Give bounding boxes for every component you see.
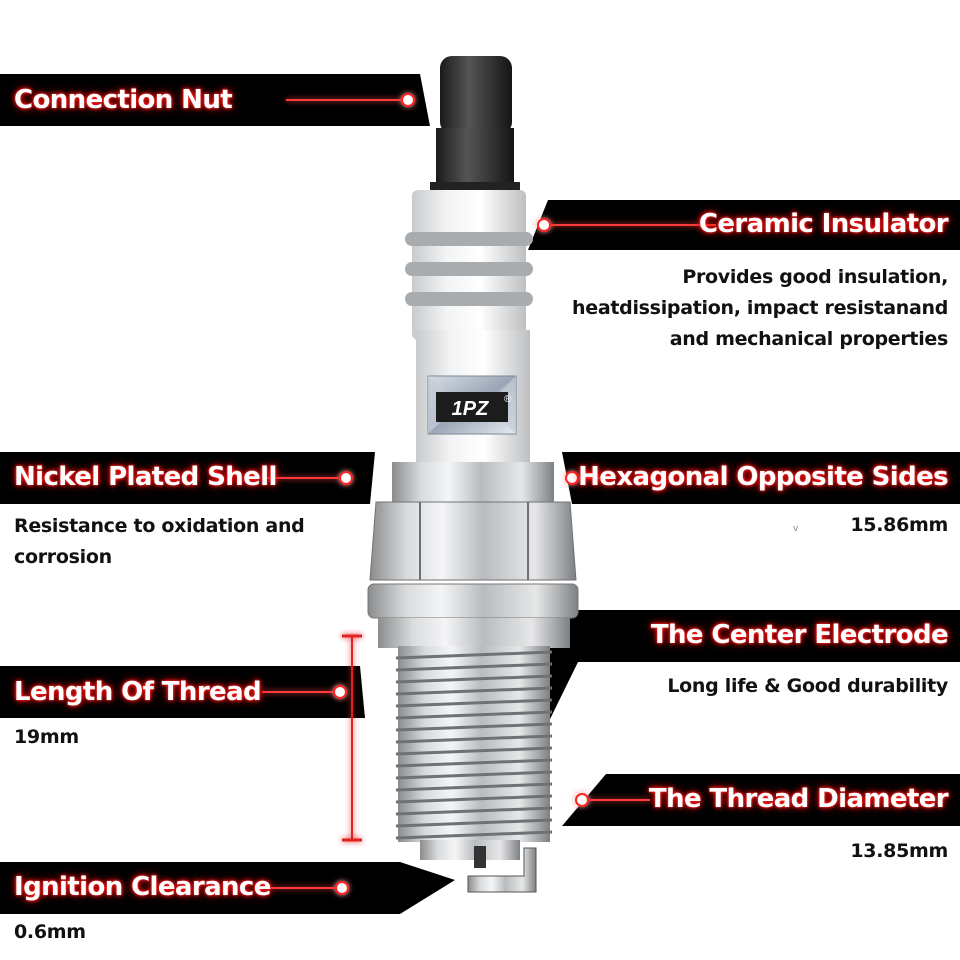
thread-ridge — [395, 758, 553, 768]
dot-nickel-shell — [339, 471, 353, 485]
band-thread-diameter — [562, 774, 960, 826]
desc-center-electrode: Long life & Good durability — [667, 675, 948, 697]
band-length-of-thread — [0, 666, 365, 718]
brand-logo: 1PZ — [452, 398, 489, 420]
thread-ridge — [395, 722, 553, 732]
thread-ridge — [395, 662, 553, 672]
thread-ridge — [395, 806, 553, 816]
thread-ridge — [395, 686, 553, 696]
brand-registered-mark: ® — [504, 394, 512, 405]
thread-ridge — [395, 746, 553, 756]
desc-ceramic-insulator: Provides good insulation, heatdissipatio… — [572, 262, 948, 355]
desc-nickel-line-2: corrosion — [14, 546, 112, 568]
desc-nickel-line-1: Resistance to oxidation and — [14, 515, 305, 537]
spark-plug — [367, 56, 579, 893]
band-nickel-plated-shell — [0, 452, 375, 504]
terminal-nut — [440, 56, 512, 134]
thread-ridge — [395, 674, 553, 684]
terminal-base — [436, 128, 514, 188]
hex-nut — [369, 501, 577, 581]
value-thread-diameter: 13.85mm — [850, 840, 948, 862]
band-connection-nut — [0, 74, 430, 126]
label-center-electrode: The Center Electrode — [650, 620, 949, 650]
thread-ridge — [395, 782, 553, 792]
shell-collar — [392, 462, 554, 502]
thread-ridge — [395, 794, 553, 804]
center-electrode-tip — [474, 846, 486, 868]
band-ceramic-insulator — [528, 200, 960, 250]
thread-ridge — [395, 770, 553, 780]
label-length-of-thread: Length Of Thread — [14, 677, 262, 707]
value-ignition-clearance: 0.6mm — [14, 921, 86, 943]
dot-connection-nut — [401, 93, 415, 107]
desc-ceramic-line-3: and mechanical properties — [669, 328, 949, 350]
band-center-electrode — [508, 610, 960, 662]
thread-ridge — [395, 698, 553, 708]
thread-ridge — [395, 818, 553, 828]
dot-ceramic-insulator — [537, 218, 551, 232]
band-ignition-clearance — [0, 862, 455, 914]
band-hexagonal-sides — [562, 452, 960, 504]
dot-thread-length — [333, 685, 347, 699]
thread-length-marker — [342, 634, 362, 842]
value-length-of-thread: 19mm — [14, 726, 79, 748]
label-nickel-plated-shell: Nickel Plated Shell — [14, 462, 277, 492]
thread-ridge — [395, 734, 553, 744]
thread-ridge — [395, 830, 553, 840]
label-connection-nut: Connection Nut — [14, 85, 233, 115]
thread-ridge — [395, 710, 553, 720]
label-ceramic-insulator: Ceramic Insulator — [698, 209, 949, 239]
dot-ignition-clearance — [335, 881, 349, 895]
desc-ceramic-line-2: heatdissipation, impact resistanand — [572, 297, 948, 319]
label-hexagonal-opposite-sides: Hexagonal Opposite Sides — [578, 462, 948, 492]
value-hexagonal-opposite-sides: 15.86mm — [850, 514, 948, 536]
thread-ridge — [395, 650, 553, 660]
label-thread-diameter: The Thread Diameter — [648, 784, 949, 814]
dot-thread-diameter — [575, 793, 589, 807]
desc-nickel-plated-shell: Resistance to oxidation and corrosion — [14, 511, 305, 573]
dot-hex-sides — [565, 471, 579, 485]
stray-mark: v — [793, 524, 799, 534]
gasket — [367, 583, 579, 619]
ground-electrode — [467, 847, 537, 893]
desc-ceramic-line-1: Provides good insulation, — [682, 266, 948, 288]
thread-ridges — [395, 650, 553, 840]
label-ignition-clearance: Ignition Clearance — [14, 872, 271, 902]
